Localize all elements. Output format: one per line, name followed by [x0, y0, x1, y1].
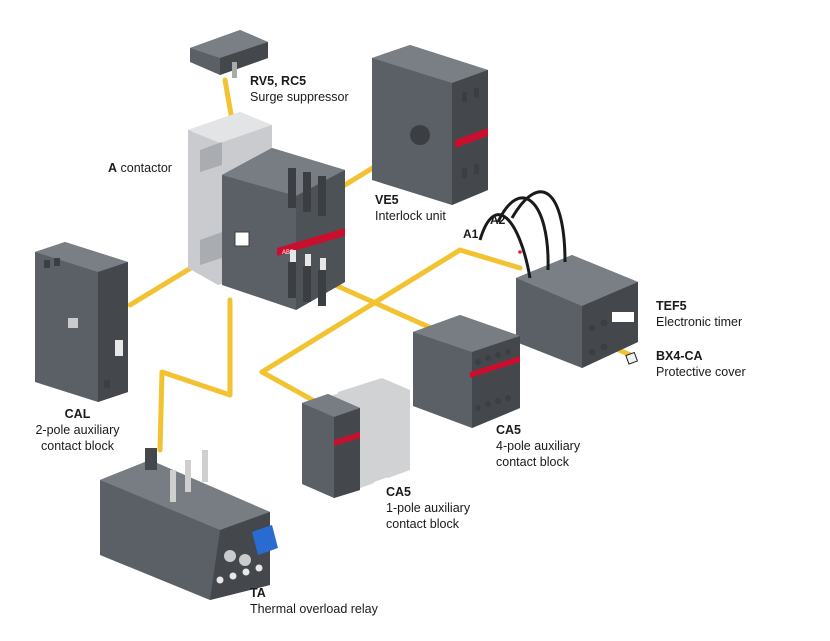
terminal-a1-label: A1 — [463, 227, 479, 241]
cal-title: CAL — [64, 407, 91, 421]
terminal-a2-label: A2 — [490, 213, 506, 227]
ca5-1pole-desc-line2: contact block — [386, 517, 459, 531]
cal-desc-line2: contact block — [41, 439, 114, 453]
timer-desc: Electronic timer — [656, 315, 743, 329]
label-surge-suppressor: RV5, RC5 Surge suppressor — [250, 73, 349, 105]
timer-title: TEF5 — [656, 299, 687, 313]
electronic-timer — [516, 255, 638, 368]
label-relay: TA Thermal overload relay — [250, 585, 378, 617]
relay-desc: Thermal overload relay — [250, 602, 378, 616]
ca5-1pole-blocks — [302, 378, 410, 498]
connector-relay — [157, 297, 233, 453]
contactor: ABB — [188, 112, 345, 310]
label-interlock: VE5 Interlock unit — [375, 192, 446, 224]
surge-suppressor-desc: Surge suppressor — [250, 90, 349, 104]
ca5-1pole-desc-line1: 1-pole auxiliary — [386, 501, 471, 515]
contactor-desc: contactor — [120, 161, 172, 175]
surge-suppressor-title: RV5, RC5 — [250, 74, 307, 88]
cal-block — [35, 242, 128, 402]
cover-desc: Protective cover — [656, 365, 746, 379]
relay-title: TA — [250, 586, 266, 600]
interlock-title: VE5 — [375, 193, 399, 207]
label-ca5-4pole: CA5 4-pole auxiliary contact block — [496, 422, 580, 470]
surge-suppressor — [190, 30, 268, 78]
connector-lines — [127, 77, 636, 453]
interlock-desc: Interlock unit — [375, 209, 446, 223]
timer-wires — [478, 190, 567, 279]
ca5-4pole-title: CA5 — [496, 423, 522, 437]
label-cover: BX4-CA Protective cover — [656, 348, 746, 380]
red-dot — [518, 250, 522, 254]
protective-cover — [625, 351, 639, 365]
label-timer: TEF5 Electronic timer — [656, 298, 742, 330]
interlock-unit — [372, 45, 488, 205]
ca5-4pole-desc-line1: 4-pole auxiliary — [496, 439, 581, 453]
contactor-title: A — [108, 161, 118, 175]
label-ca5-1pole: CA5 1-pole auxiliary contact block — [386, 484, 470, 532]
ca5-4pole-block — [413, 315, 520, 428]
contactor-brand-mark: ABB — [282, 250, 294, 256]
cover-title: BX4-CA — [656, 349, 703, 363]
thermal-overload-relay — [100, 448, 278, 600]
ca5-1pole-title: CA5 — [386, 485, 412, 499]
cal-desc-line1: 2-pole auxiliary — [35, 423, 120, 437]
label-contactor: A contactor — [108, 160, 172, 176]
label-cal: CAL 2-pole auxiliary contact block — [20, 406, 135, 454]
connector-ca5-1pole — [259, 247, 523, 406]
ca5-4pole-desc-line2: contact block — [496, 455, 569, 469]
connector-ca5-4pole — [332, 282, 443, 335]
